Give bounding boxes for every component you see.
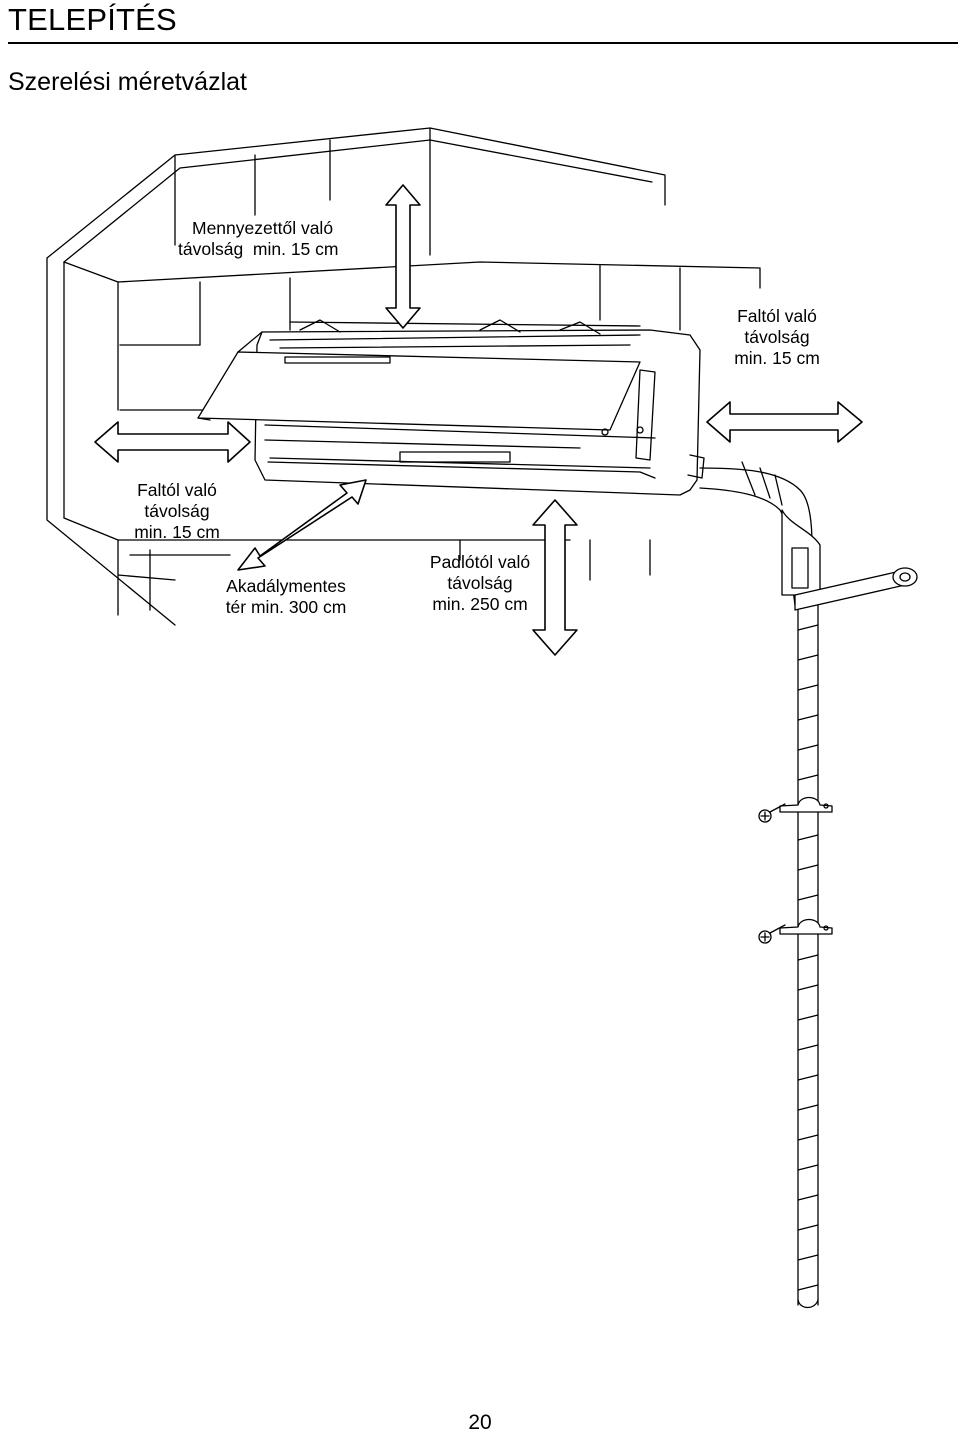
indoor-unit — [197, 319, 705, 496]
label-ceiling-clearance: Mennyezettől való távolság min. 15 cm — [178, 218, 338, 260]
drain-pipe — [699, 461, 918, 1309]
label-floor-line1: Padlótól való — [429, 552, 531, 572]
screw-icon — [758, 803, 786, 944]
label-floor-clearance: Padlótól való távolság min. 250 cm — [418, 552, 542, 615]
pipe-clamp-icon — [779, 796, 833, 935]
label-left-wall-clearance: Faltól való távolság min. 15 cm — [122, 480, 232, 543]
room-walls — [46, 127, 761, 626]
page-subtitle: Szerelési méretvázlat — [8, 68, 247, 96]
label-obstacle-free-space: Akadálymentes tér min. 300 cm — [208, 576, 364, 618]
label-ceiling-line1: Mennyezettől való — [192, 218, 334, 238]
section-title: TELEPÍTÉS — [8, 2, 177, 37]
label-right-wall-line1: Faltól való — [737, 306, 817, 326]
label-floor-line3: min. 250 cm — [432, 594, 528, 614]
label-right-wall-clearance: Faltól való távolság min. 15 cm — [722, 306, 832, 369]
label-right-wall-line3: min. 15 cm — [734, 348, 820, 368]
label-left-wall-line3: min. 15 cm — [134, 522, 220, 542]
label-obstacle-line2: tér min. 300 cm — [225, 597, 347, 617]
double-arrow-icon — [94, 184, 863, 656]
page-number: 20 — [468, 1411, 492, 1434]
header-rule — [8, 42, 958, 44]
label-floor-line2: távolság — [447, 573, 513, 593]
label-ceiling-line2: távolság min. 15 cm — [178, 239, 339, 259]
label-left-wall-line1: Faltól való — [137, 480, 217, 500]
label-right-wall-line2: távolság — [744, 327, 810, 347]
label-obstacle-line1: Akadálymentes — [226, 576, 346, 596]
label-left-wall-line2: távolság — [144, 501, 210, 521]
